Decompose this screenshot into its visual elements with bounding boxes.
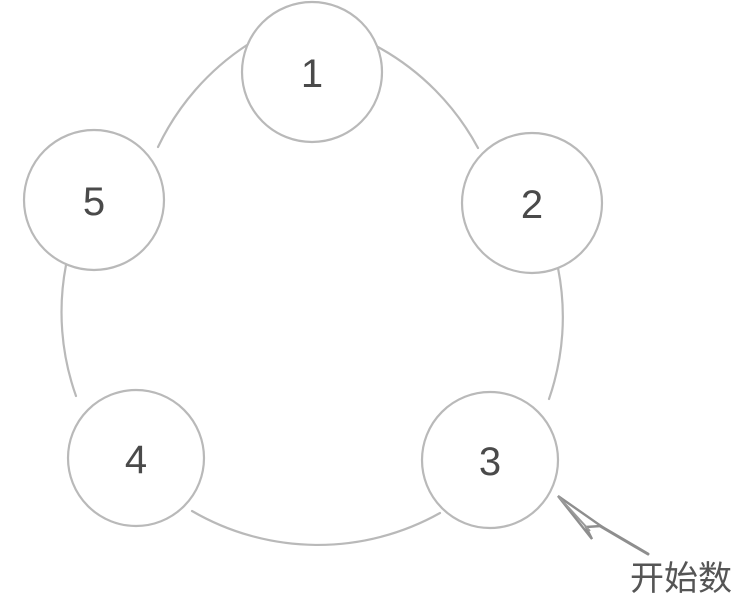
- node-4-label: 4: [125, 438, 147, 482]
- annotation-label: 开始数: [630, 559, 732, 599]
- edge-1-to-2: [376, 45, 480, 150]
- node-2[interactable]: 2: [460, 131, 604, 275]
- node-4[interactable]: 4: [66, 388, 206, 528]
- edge-3-to-4: [190, 509, 442, 547]
- arrow-head-spine: [557, 495, 591, 532]
- node-1-circle[interactable]: [240, 0, 384, 144]
- edge-5-to-1: [156, 43, 249, 149]
- node-1-label: 1: [301, 52, 323, 96]
- node-3-circle[interactable]: [420, 390, 560, 530]
- edge-2-to-3: [547, 266, 564, 401]
- node-3[interactable]: 3: [420, 390, 560, 530]
- node-5-label: 5: [83, 180, 105, 224]
- node-2-label: 2: [521, 183, 543, 227]
- node-5-circle[interactable]: [22, 128, 166, 272]
- node-5[interactable]: 5: [22, 128, 166, 272]
- node-1[interactable]: 1: [240, 0, 384, 144]
- node-3-label: 3: [479, 440, 501, 484]
- node-4-circle[interactable]: [66, 388, 206, 528]
- edge-4-to-5: [60, 263, 78, 398]
- node-2-circle[interactable]: [460, 131, 604, 275]
- annotation-arrow: [557, 495, 650, 556]
- node-group: 1 2 3 4 5: [22, 0, 604, 530]
- edge-group: [60, 43, 564, 547]
